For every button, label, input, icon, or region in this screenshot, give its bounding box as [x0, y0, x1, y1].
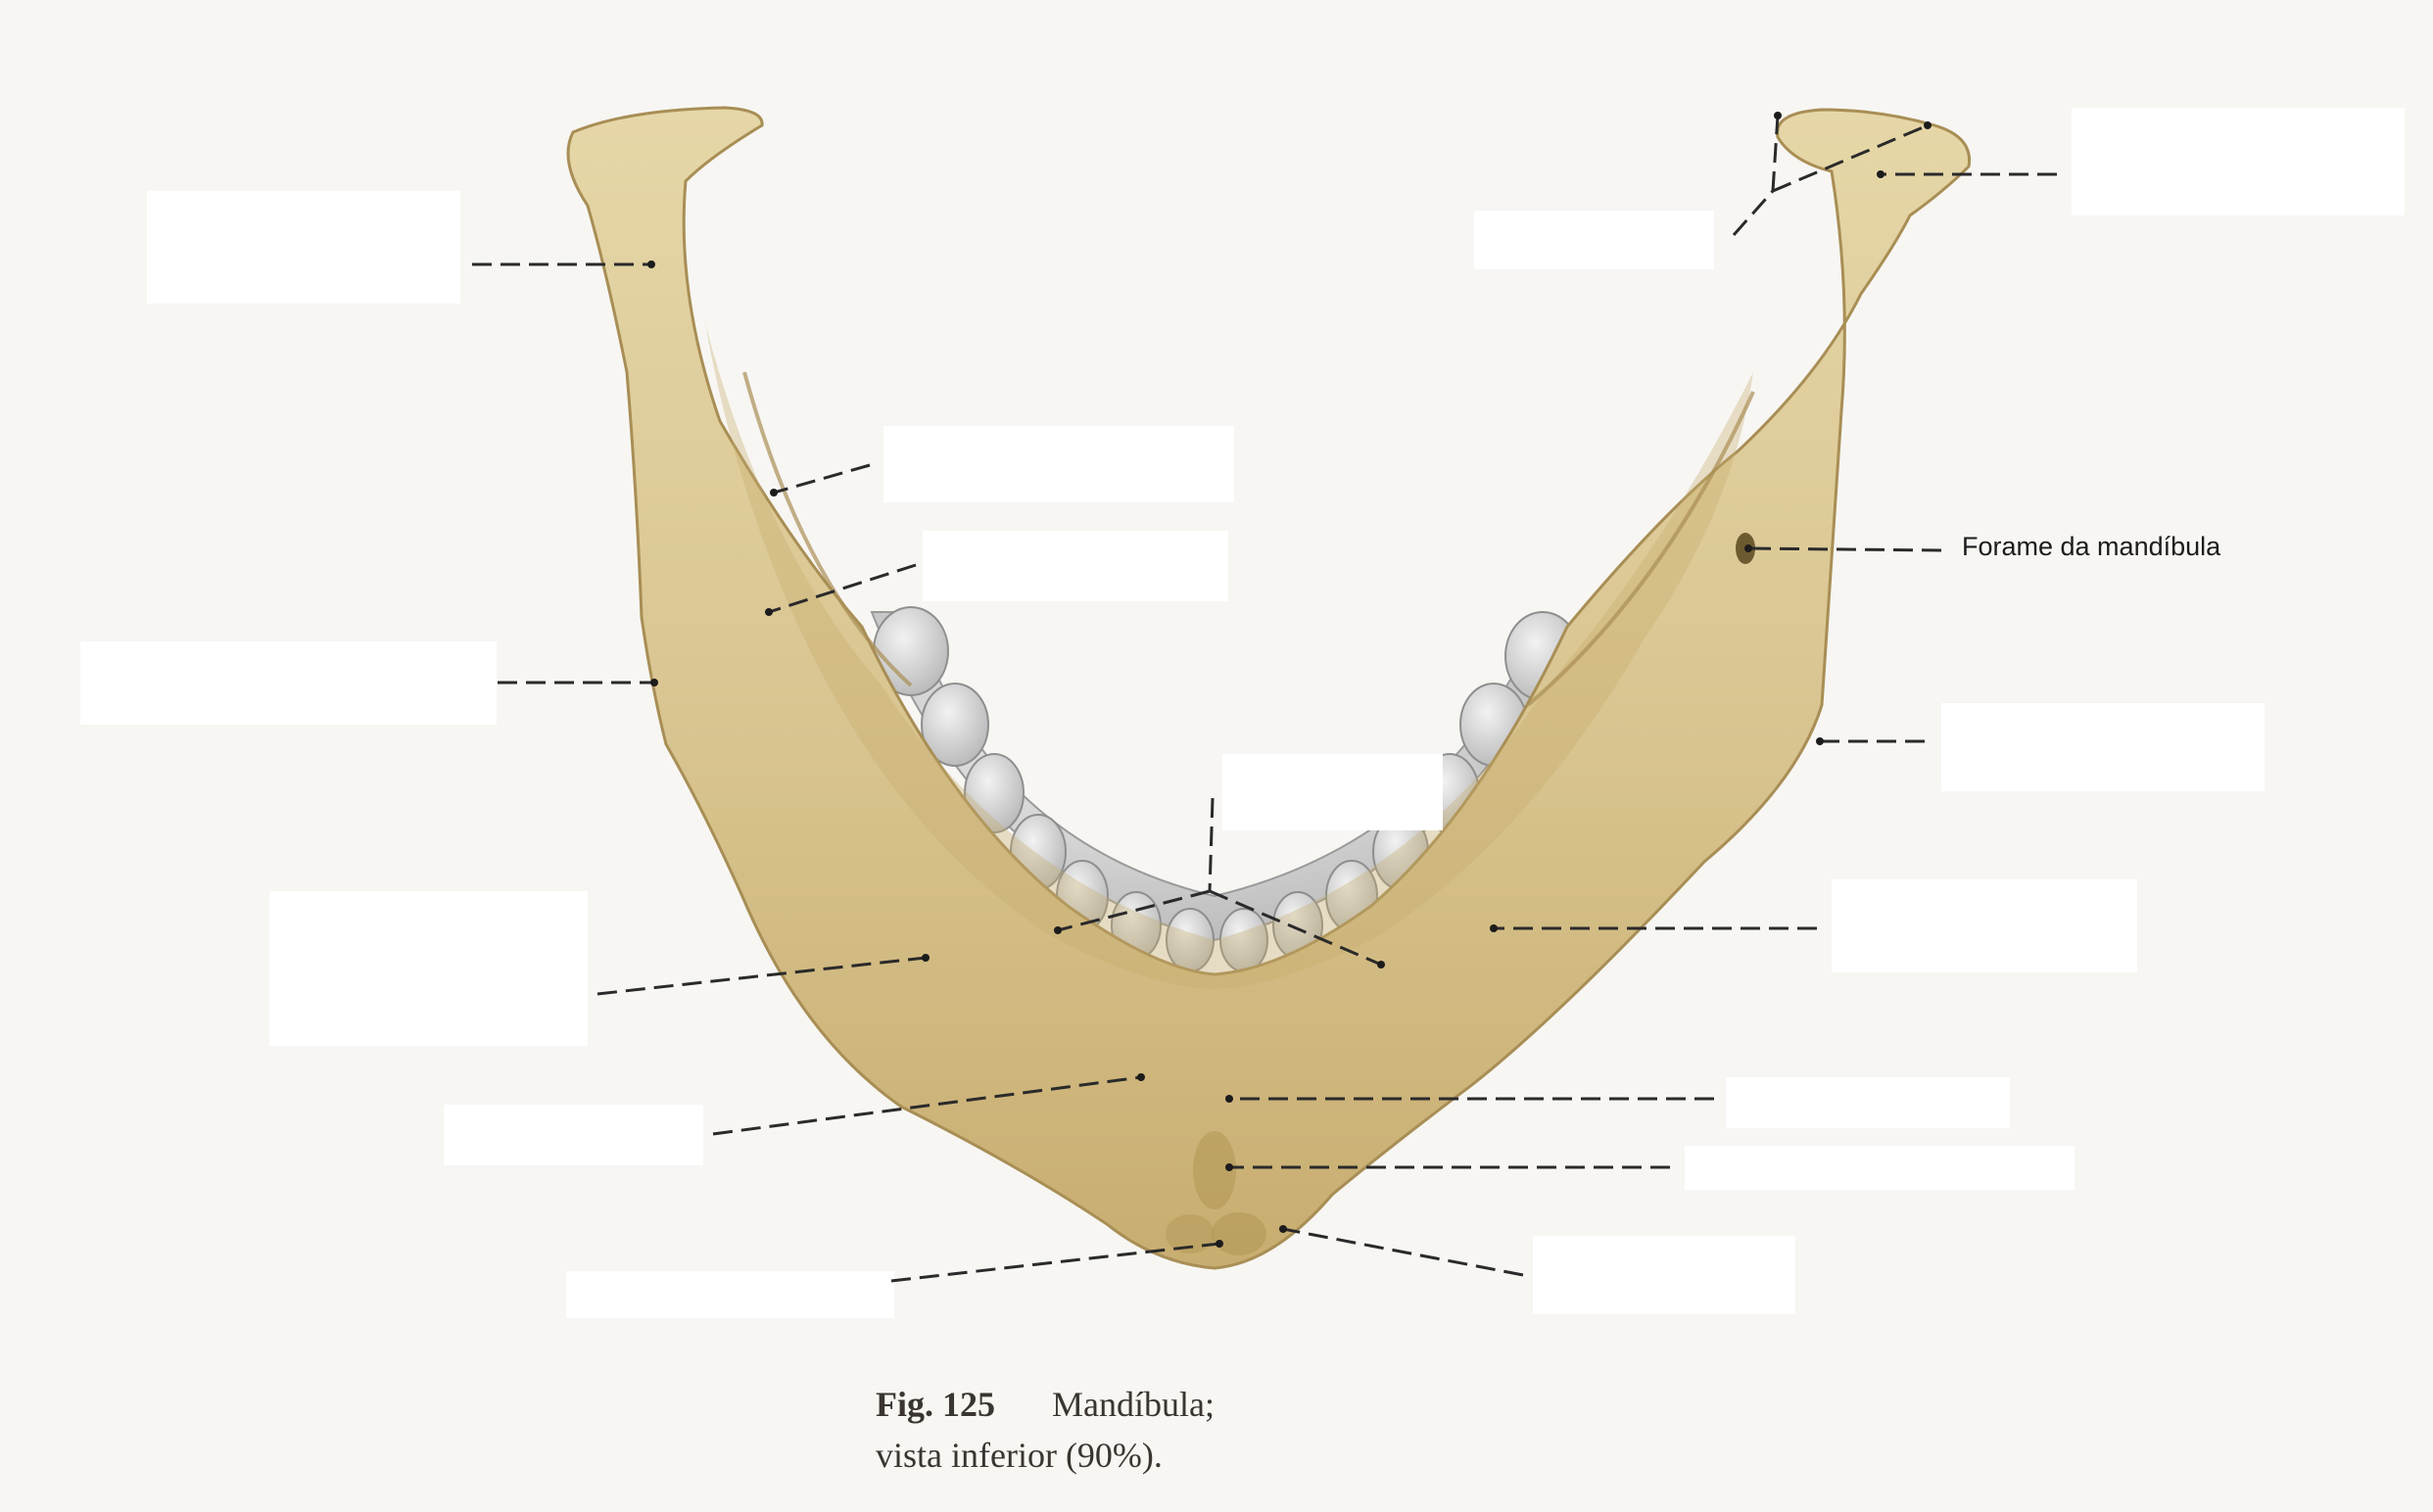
label-box-pterygoid-tuberosity	[1941, 703, 2265, 791]
label-box-mental-spine	[1726, 1077, 2010, 1128]
label-box-mental-protuberance	[566, 1271, 894, 1318]
figure-caption: Fig. 125 Mandíbula; vista inferior (90%).	[876, 1379, 1215, 1481]
label-boxes	[80, 108, 2405, 1318]
label-box-submandibular-fossa	[1832, 879, 2137, 972]
label-box-condyle-right	[2072, 108, 2405, 215]
caption-title: Mandíbula;	[1052, 1385, 1215, 1424]
leader-lines	[472, 115, 2057, 1283]
label-box-alveolar-part	[1222, 754, 1443, 830]
label-box-digastric-fossa	[1533, 1236, 1795, 1314]
label-box-coronoid-right	[1474, 211, 1714, 269]
label-mandibular-foramen: Forame da mandíbula	[1962, 532, 2221, 561]
label-box-mental-spine-lower	[1685, 1146, 2075, 1190]
leader-dots	[647, 112, 1932, 1248]
label-box-lingula	[883, 426, 1234, 502]
mandible-bone	[566, 106, 1972, 1270]
caption-subtitle: vista inferior (90%).	[876, 1436, 1163, 1475]
label-box-angle-left	[80, 641, 497, 725]
caption-figure-number: Fig. 125	[876, 1385, 995, 1424]
label-box-sublingual-fossa	[444, 1105, 703, 1165]
label-box-mylohyoid-groove	[923, 531, 1228, 601]
label-box-condyle-left	[147, 191, 460, 304]
label-box-mylohyoid-line-left	[269, 891, 588, 1046]
